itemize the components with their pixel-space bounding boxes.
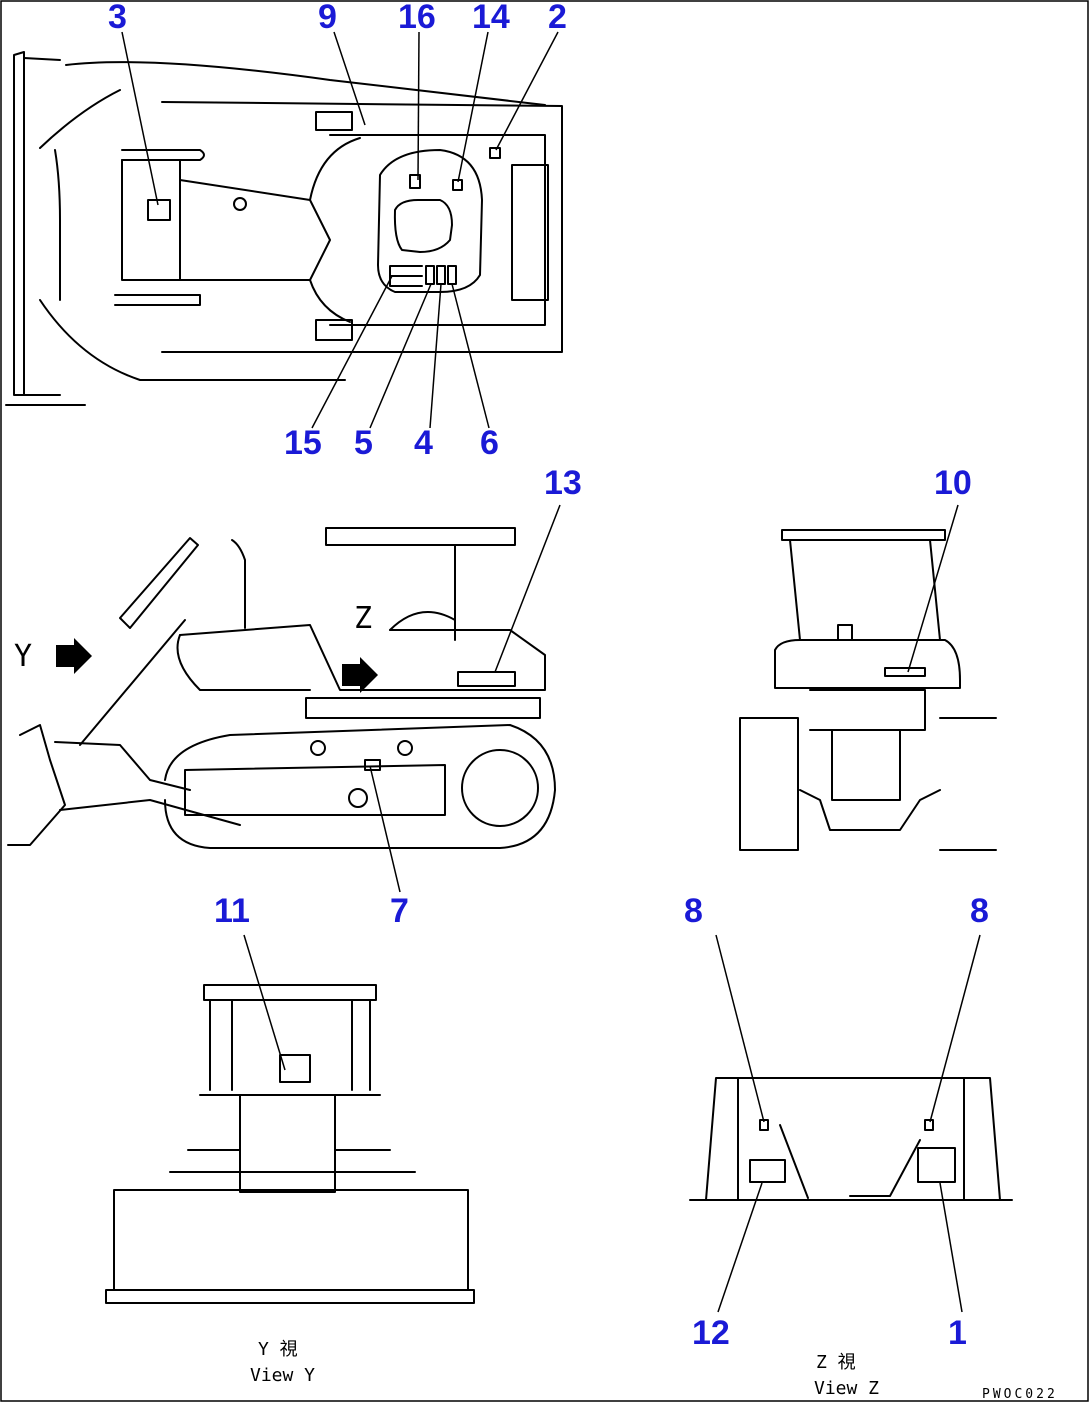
rear-view-leader xyxy=(907,504,959,673)
callout-2: 2 xyxy=(548,0,567,36)
callout-7: 7 xyxy=(390,892,409,930)
callout-12: 12 xyxy=(692,1314,730,1352)
view-y-leader xyxy=(243,934,286,1071)
z-view-marker-label: Z xyxy=(354,601,372,636)
callout-4: 4 xyxy=(414,424,433,462)
callout-5: 5 xyxy=(354,424,373,462)
callout-13: 13 xyxy=(544,464,582,502)
view-z-caption-jp: Z 視 xyxy=(816,1352,856,1373)
z-view-arrow-icon xyxy=(342,657,378,693)
callout-8-left: 8 xyxy=(684,892,703,930)
view-y-arrow: Y xyxy=(14,638,92,674)
view-z-leaders xyxy=(715,934,981,1313)
callout-14: 14 xyxy=(472,0,510,36)
callout-10: 10 xyxy=(934,464,972,502)
callout-16: 16 xyxy=(398,0,436,36)
view-z-caption-en: View Z xyxy=(814,1378,879,1399)
y-view-marker-label: Y xyxy=(14,639,32,674)
drawing-code: PWOC022 xyxy=(982,1387,1058,1402)
view-z-arrow: Z xyxy=(342,601,378,693)
callout-6: 6 xyxy=(480,424,499,462)
callout-15: 15 xyxy=(284,424,322,462)
y-view-arrow-icon xyxy=(56,638,92,674)
callout-1: 1 xyxy=(948,1314,967,1352)
view-z-machine xyxy=(689,1077,1013,1201)
view-y-caption-en: View Y xyxy=(250,1365,315,1386)
top-view-machine xyxy=(5,51,563,406)
rear-view-machine xyxy=(739,529,997,851)
view-y-machine xyxy=(105,984,475,1304)
callout-3: 3 xyxy=(108,0,127,36)
callout-8-right: 8 xyxy=(970,892,989,930)
side-view-machine xyxy=(7,527,556,849)
view-y-caption-jp: Y 視 xyxy=(258,1339,298,1360)
callout-11: 11 xyxy=(214,892,250,930)
top-view-leaders xyxy=(121,31,559,429)
side-view-leaders xyxy=(369,504,561,893)
callout-9: 9 xyxy=(318,0,337,36)
